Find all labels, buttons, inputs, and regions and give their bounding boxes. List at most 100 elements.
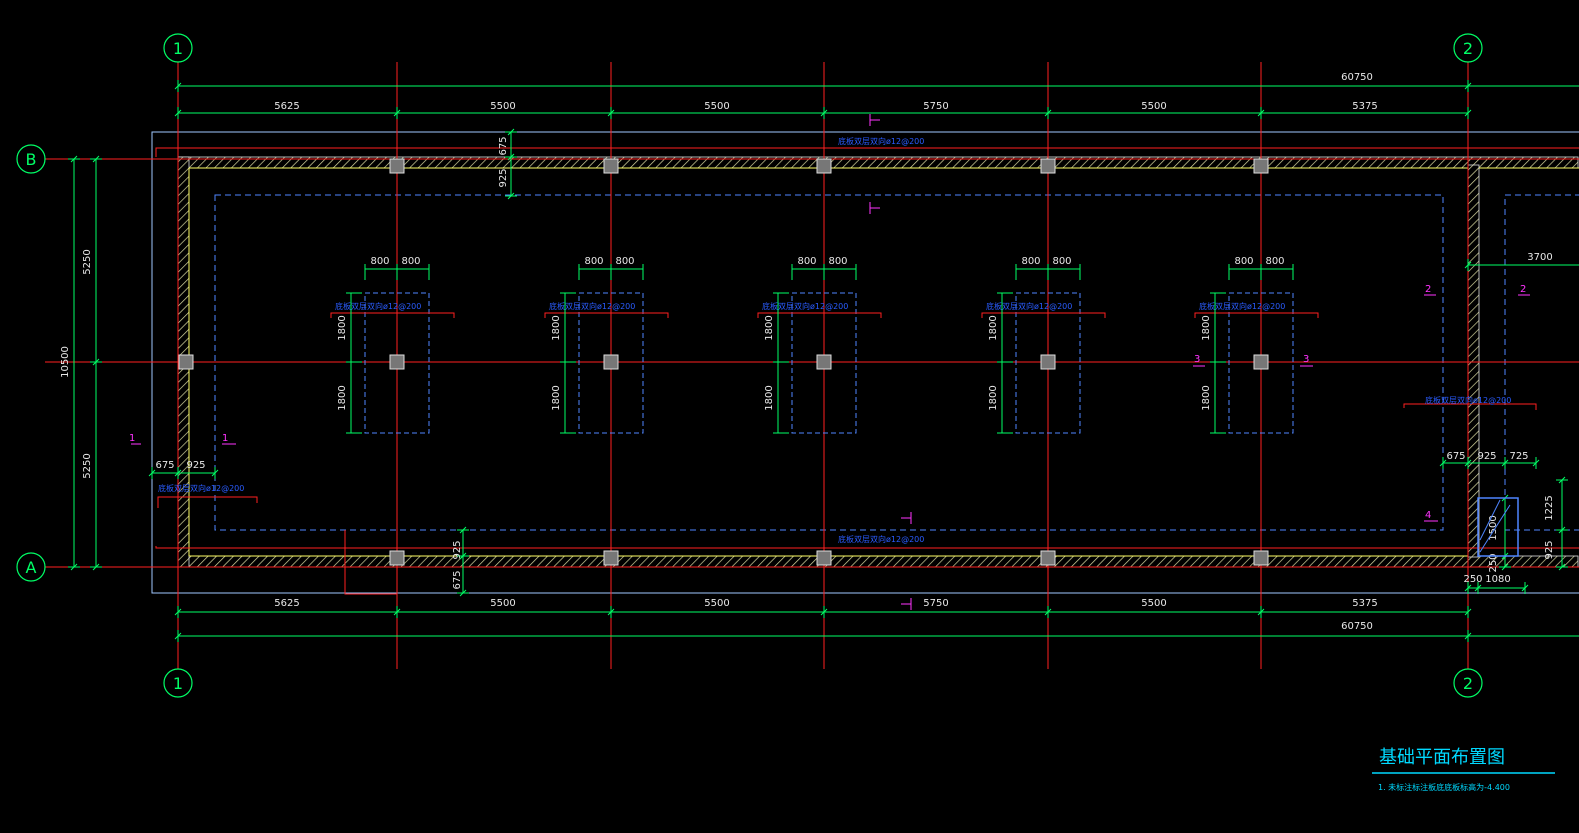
dim-line-right-width-slash [1464, 261, 1472, 269]
pad-rebar-line [1194, 312, 1319, 318]
dim-right-detail: 250 [1488, 553, 1499, 572]
dim-line-wall-top-slash [507, 192, 515, 200]
section-mark: 2 [1425, 284, 1431, 295]
pad-rebar-note: 底板双层双向ø12@200 [549, 301, 635, 311]
dim-line-pit-bottom-slash [1521, 584, 1529, 592]
dim-line-right-detail-slash [1439, 459, 1447, 467]
column [178, 354, 194, 370]
dim-right-detail: 1500 [1488, 515, 1499, 540]
dim-line-right-vert-slash [1558, 476, 1566, 484]
rebar-note: 底板双层双向ø12@200 [838, 136, 924, 146]
column-pads: 800 800 1800 1800 底板双层双向ø12@200 800 800 1800 180… [330, 256, 1319, 434]
column [603, 550, 619, 566]
title-block: 基础平面布置图 1. 未标注标注板底底板标高为-4.400 [1372, 747, 1555, 792]
pad-rebar-line [330, 312, 455, 318]
drawing-title: 基础平面布置图 [1379, 747, 1505, 768]
pad-rebar-note: 底板双层双向ø12@200 [762, 301, 848, 311]
dim-line-total-top-slash [174, 82, 182, 90]
pad-rebar-line [544, 312, 669, 318]
pad-dim-label: 800 [615, 256, 634, 267]
pad-rebar-line [981, 312, 1106, 318]
section-mark: 4 [1425, 510, 1431, 521]
dim-line-left-offset-slash [174, 469, 182, 477]
dim-line-spans-top-slash [1464, 109, 1472, 117]
section-mark: 2 [1520, 284, 1526, 295]
pad-rebar-note: 底板双层双向ø12@200 [1199, 301, 1285, 311]
dim-line-half-heights-slash [92, 563, 100, 571]
dim-line-half-heights-slash [92, 155, 100, 163]
dim-line-spans-top-slash [1257, 109, 1265, 117]
dim-line-pit-bottom-slash [1474, 584, 1482, 592]
dim-wall-offset: 925 [498, 168, 509, 187]
column [1040, 550, 1056, 566]
pad-vdim-label: 1800 [1201, 385, 1212, 410]
column [1040, 158, 1056, 174]
pad-rebar-line [757, 312, 882, 318]
pad-vdim-label: 1800 [764, 385, 775, 410]
drawing-note: 1. 未标注标注板底底板标高为-4.400 [1378, 782, 1510, 792]
dim-wall-offset: 675 [452, 570, 463, 589]
dim-span-bottom: 5625 [274, 598, 299, 609]
dim-span-bottom: 5500 [490, 598, 515, 609]
column [389, 354, 405, 370]
pad-vdim-label: 1800 [988, 385, 999, 410]
pad-dim-label: 800 [370, 256, 389, 267]
dim-line-right-detail-slash [1532, 459, 1540, 467]
dim-span-bottom: 5750 [923, 598, 948, 609]
pad-dim-label: 800 [401, 256, 420, 267]
dim-line-total-bottom-slash [1464, 632, 1472, 640]
dim-line-wall-top-slash [507, 153, 515, 161]
dim-total-bottom: 60750 [1341, 621, 1373, 632]
dim-half-height: 5250 [82, 453, 93, 478]
pad-dim-label: 800 [1021, 256, 1040, 267]
section-marks: 1 1 2 2 3 3 4 [129, 114, 1530, 610]
dim-line-right-vert-slash [1558, 526, 1566, 534]
dim-span-bottom: 5375 [1352, 598, 1377, 609]
column [1253, 550, 1269, 566]
pad-dim-label: 800 [1052, 256, 1071, 267]
dim-line-pit-slash [1501, 563, 1509, 571]
dim-right-detail: 675 [1446, 451, 1465, 462]
pad-outline [364, 292, 430, 434]
pad-vdim-label: 1800 [551, 315, 562, 340]
dim-left-offset: 675 [155, 460, 174, 471]
dim-right-detail: 925 [1477, 451, 1496, 462]
axis-label-A: A [26, 558, 37, 577]
dim-line-spans-bottom-slash [393, 608, 401, 616]
column [1253, 158, 1269, 174]
pad-outline [578, 292, 644, 434]
dim-line-spans-bottom-slash [607, 608, 615, 616]
dim-span-top: 5625 [274, 101, 299, 112]
column [603, 158, 619, 174]
dim-span-top: 5500 [704, 101, 729, 112]
dim-line-wall-bottom-slash [459, 589, 467, 597]
dim-line-total-height-slash [70, 155, 78, 163]
dim-line-spans-bottom-slash [1044, 608, 1052, 616]
dim-line-half-heights-slash [92, 358, 100, 366]
rebar-annotations: 底板双层双向ø12@200 底板双层双向ø12@200 底板双层双向ø12@20… [158, 136, 1511, 544]
pad-outline [1228, 292, 1294, 434]
dim-line-total-height-slash [70, 563, 78, 571]
dim-right-detail: 1225 [1544, 495, 1555, 520]
dim-span-top: 5500 [490, 101, 515, 112]
axis-label-1-top: 1 [173, 39, 183, 58]
dim-left-offset: 925 [186, 460, 205, 471]
rebar-lines [155, 147, 1579, 595]
dim-span-bottom: 5500 [704, 598, 729, 609]
axis-bubbles: 1 1 2 2 B A [16, 33, 1483, 698]
pad-rebar-note: 底板双层双向ø12@200 [335, 301, 421, 311]
dim-total-height: 10500 [60, 346, 71, 378]
dim-right-detail: 725 [1509, 451, 1528, 462]
pad-vdim-label: 1800 [1201, 315, 1212, 340]
dim-line-right-detail-slash [1501, 459, 1509, 467]
dim-span-bottom: 5500 [1141, 598, 1166, 609]
dim-line-wall-top-slash [507, 128, 515, 136]
dim-line-wall-bottom-slash [459, 526, 467, 534]
dim-line-left-offset-slash [211, 469, 219, 477]
dim-line-spans-top-slash [174, 109, 182, 117]
dim-line-total-bottom-slash [174, 632, 182, 640]
section-mark: 3 [1194, 354, 1200, 365]
axis-grid [45, 62, 1579, 669]
rebar-note: 底板双层双向ø12@200 [158, 483, 244, 493]
